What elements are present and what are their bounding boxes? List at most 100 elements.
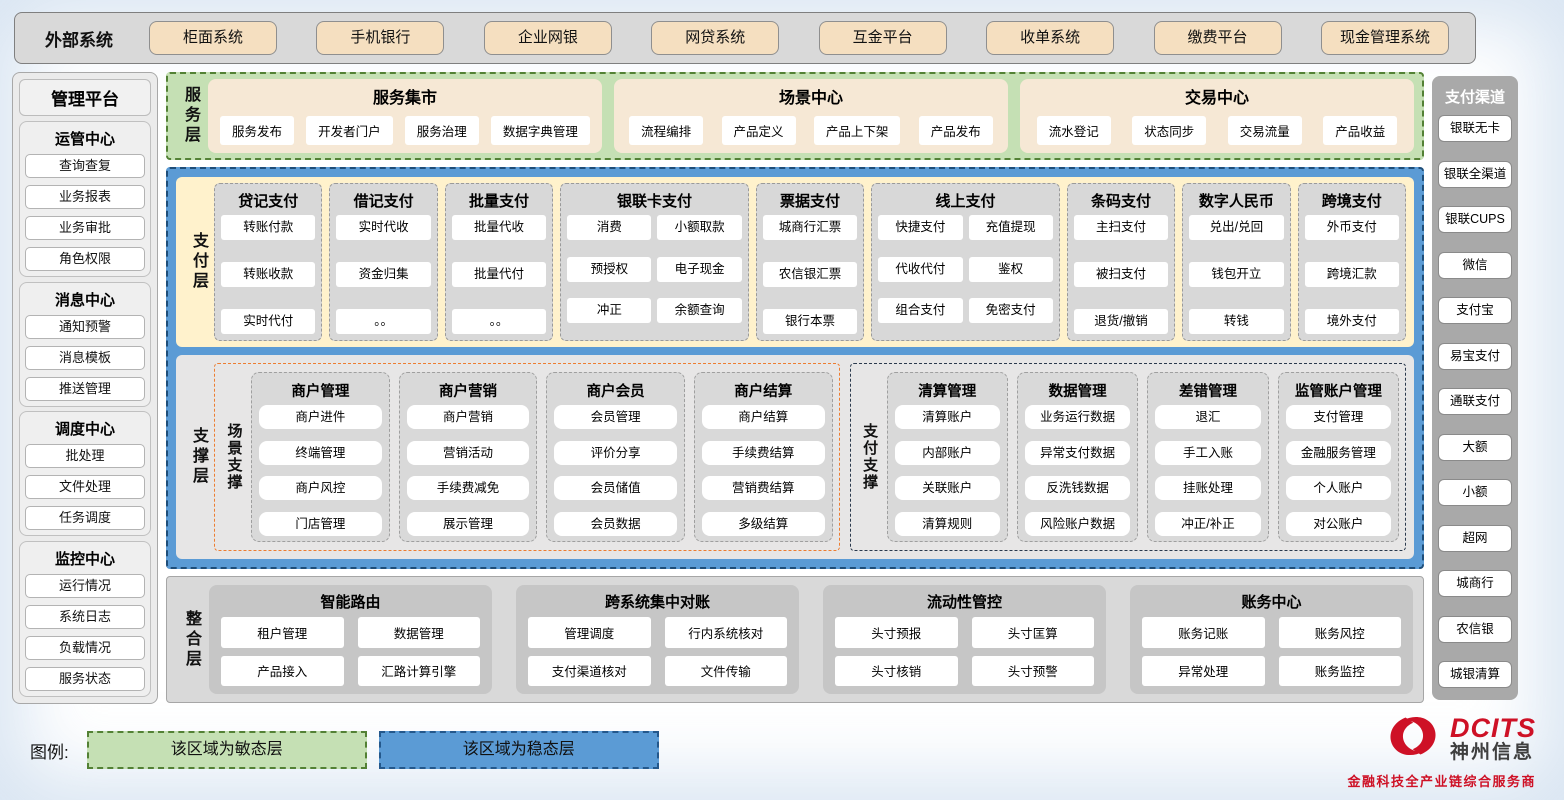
service-item-button[interactable]: 服务治理 xyxy=(404,116,479,145)
support-item-button[interactable]: 挂账处理 xyxy=(1155,476,1261,501)
integration-item-button[interactable]: 账务记账 xyxy=(1142,617,1265,648)
payment-item-button[interactable]: 余额查询 xyxy=(657,298,742,324)
support-item-button[interactable]: 商户进件 xyxy=(259,405,382,429)
management-menu-button[interactable]: 业务审批 xyxy=(25,215,145,240)
external-system-button[interactable]: 网贷系统 xyxy=(651,21,780,55)
payment-item-button[interactable]: 跨境汇款 xyxy=(1304,262,1399,287)
support-item-button[interactable]: 手续费减免 xyxy=(406,476,530,501)
integration-item-button[interactable]: 数据管理 xyxy=(357,617,480,648)
channel-button[interactable]: 农信银 xyxy=(1438,615,1512,643)
payment-item-button[interactable]: 农信银汇票 xyxy=(762,262,858,287)
support-item-button[interactable]: 内部账户 xyxy=(894,440,1000,465)
support-item-button[interactable]: 个人账户 xyxy=(1285,476,1391,501)
integration-item-button[interactable]: 头寸核销 xyxy=(835,655,958,686)
support-item-button[interactable]: 冲正/补正 xyxy=(1155,511,1261,536)
payment-item-button[interactable]: 批量代收 xyxy=(451,215,547,240)
support-item-button[interactable]: 门店管理 xyxy=(259,511,382,536)
management-menu-button[interactable]: 通知预警 xyxy=(25,314,145,339)
channel-button[interactable]: 银联无卡 xyxy=(1438,115,1512,142)
integration-item-button[interactable]: 异常处理 xyxy=(1142,655,1265,686)
management-menu-button[interactable]: 角色权限 xyxy=(25,246,145,271)
management-menu-button[interactable]: 推送管理 xyxy=(25,376,145,401)
service-item-button[interactable]: 产品定义 xyxy=(721,116,796,145)
integration-item-button[interactable]: 头寸预报 xyxy=(835,617,958,648)
support-item-button[interactable]: 风险账户数据 xyxy=(1024,511,1131,536)
management-menu-button[interactable]: 服务状态 xyxy=(25,667,145,691)
external-system-button[interactable]: 收单系统 xyxy=(986,21,1115,55)
service-item-button[interactable]: 产品收益 xyxy=(1323,116,1398,145)
payment-item-button[interactable]: 境外支付 xyxy=(1304,309,1399,334)
payment-item-button[interactable]: 城商行汇票 xyxy=(762,215,858,240)
management-menu-button[interactable]: 系统日志 xyxy=(25,605,145,629)
support-item-button[interactable]: 清算账户 xyxy=(894,405,1000,429)
external-system-button[interactable]: 企业网银 xyxy=(483,21,612,55)
payment-item-button[interactable]: 。。 xyxy=(336,309,431,334)
integration-item-button[interactable]: 账务监控 xyxy=(1278,655,1401,686)
support-item-button[interactable]: 关联账户 xyxy=(894,476,1000,501)
service-item-button[interactable]: 流水登记 xyxy=(1036,116,1111,145)
support-item-button[interactable]: 反洗钱数据 xyxy=(1024,476,1131,501)
payment-item-button[interactable]: 。。 xyxy=(451,309,547,334)
management-menu-button[interactable]: 任务调度 xyxy=(25,506,145,531)
support-item-button[interactable]: 商户风控 xyxy=(259,476,382,501)
payment-item-button[interactable]: 快捷支付 xyxy=(878,215,963,240)
payment-item-button[interactable]: 实时代付 xyxy=(221,309,316,334)
channel-button[interactable]: 银联CUPS xyxy=(1438,206,1512,233)
external-system-button[interactable]: 现金管理系统 xyxy=(1320,21,1449,55)
support-item-button[interactable]: 终端管理 xyxy=(259,440,382,465)
management-menu-button[interactable]: 文件处理 xyxy=(25,475,145,500)
support-item-button[interactable]: 展示管理 xyxy=(406,511,530,536)
support-item-button[interactable]: 营销费结算 xyxy=(701,476,825,501)
payment-item-button[interactable]: 银行本票 xyxy=(762,309,858,334)
payment-item-button[interactable]: 资金归集 xyxy=(336,262,431,287)
payment-item-button[interactable]: 批量代付 xyxy=(451,262,547,287)
management-menu-button[interactable]: 负载情况 xyxy=(25,636,145,660)
support-item-button[interactable]: 支付管理 xyxy=(1285,405,1391,429)
support-item-button[interactable]: 会员储值 xyxy=(554,476,677,501)
payment-item-button[interactable]: 免密支付 xyxy=(968,298,1053,324)
payment-item-button[interactable]: 被扫支付 xyxy=(1073,262,1169,287)
payment-item-button[interactable]: 代收代付 xyxy=(878,256,963,282)
integration-item-button[interactable]: 租户管理 xyxy=(221,617,344,648)
support-item-button[interactable]: 金融服务管理 xyxy=(1285,440,1391,465)
support-item-button[interactable]: 商户营销 xyxy=(406,405,530,429)
payment-item-button[interactable]: 转账收款 xyxy=(221,262,316,287)
integration-item-button[interactable]: 行内系统核对 xyxy=(664,617,787,648)
support-item-button[interactable]: 对公账户 xyxy=(1285,511,1391,536)
payment-item-button[interactable]: 预授权 xyxy=(567,256,652,282)
channel-button[interactable]: 易宝支付 xyxy=(1438,342,1512,370)
payment-item-button[interactable]: 组合支付 xyxy=(878,298,963,324)
support-item-button[interactable]: 会员数据 xyxy=(554,511,677,536)
support-item-button[interactable]: 退汇 xyxy=(1155,405,1261,429)
service-item-button[interactable]: 状态同步 xyxy=(1132,116,1207,145)
external-system-button[interactable]: 缴费平台 xyxy=(1153,21,1282,55)
payment-item-button[interactable]: 电子现金 xyxy=(657,256,742,282)
integration-item-button[interactable]: 头寸匡算 xyxy=(971,617,1094,648)
external-system-button[interactable]: 柜面系统 xyxy=(149,21,277,55)
payment-item-button[interactable]: 退货/撤销 xyxy=(1073,309,1169,334)
channel-button[interactable]: 支付宝 xyxy=(1438,297,1512,324)
management-menu-button[interactable]: 业务报表 xyxy=(25,184,145,209)
support-item-button[interactable]: 会员管理 xyxy=(554,405,677,429)
payment-item-button[interactable]: 兑出/兑回 xyxy=(1189,215,1284,240)
support-item-button[interactable]: 业务运行数据 xyxy=(1024,405,1131,429)
payment-item-button[interactable]: 钱包开立 xyxy=(1189,262,1284,287)
service-item-button[interactable]: 开发者门户 xyxy=(306,116,393,145)
payment-item-button[interactable]: 转账付款 xyxy=(221,215,316,240)
support-item-button[interactable]: 手续费结算 xyxy=(701,440,825,465)
channel-button[interactable]: 超网 xyxy=(1438,524,1512,552)
support-item-button[interactable]: 营销活动 xyxy=(406,440,530,465)
integration-item-button[interactable]: 支付渠道核对 xyxy=(528,655,651,686)
management-menu-button[interactable]: 查询查复 xyxy=(25,153,145,178)
support-item-button[interactable]: 异常支付数据 xyxy=(1024,440,1131,465)
service-item-button[interactable]: 交易流量 xyxy=(1227,116,1302,145)
integration-item-button[interactable]: 产品接入 xyxy=(221,655,344,686)
support-item-button[interactable]: 多级结算 xyxy=(701,511,825,536)
support-item-button[interactable]: 评价分享 xyxy=(554,440,677,465)
support-item-button[interactable]: 清算规则 xyxy=(894,511,1000,536)
channel-button[interactable]: 银联全渠道 xyxy=(1438,160,1512,188)
payment-item-button[interactable]: 充值提现 xyxy=(968,215,1053,240)
external-system-button[interactable]: 手机银行 xyxy=(316,21,445,55)
service-item-button[interactable]: 产品发布 xyxy=(918,116,993,145)
management-menu-button[interactable]: 消息模板 xyxy=(25,345,145,370)
